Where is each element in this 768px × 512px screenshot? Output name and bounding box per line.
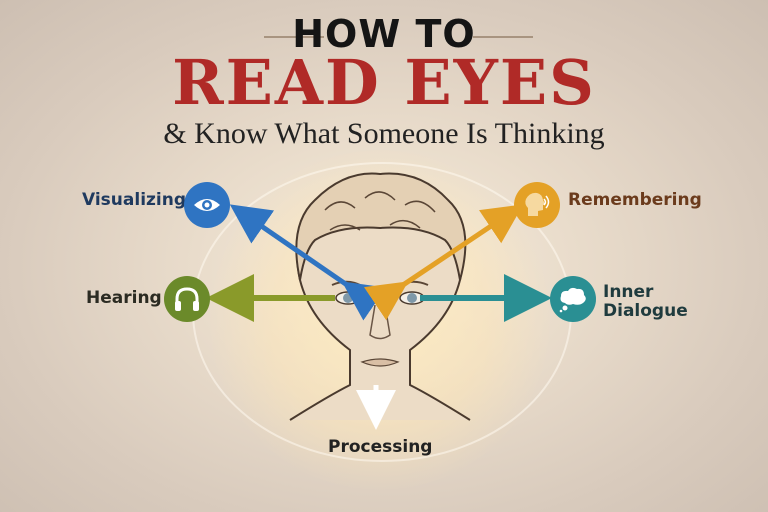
page-title: READ EYES [172, 46, 596, 119]
hearing-badge [164, 276, 210, 322]
label-inner-dialogue-line1: Inner [603, 282, 654, 302]
title-top: HOW TO [292, 12, 476, 56]
visualizing-arrow [229, 204, 387, 321]
head-sound-icon [525, 192, 550, 216]
label-remembering: Remembering [568, 190, 702, 210]
thought-cloud-icon [559, 287, 586, 313]
label-hearing: Hearing [86, 288, 162, 308]
visualizing-badge [184, 182, 230, 228]
headphones-icon [175, 287, 199, 311]
remembering-badge [514, 182, 560, 228]
remembering-arrow [363, 204, 524, 321]
label-visualizing: Visualizing [82, 190, 187, 210]
label-processing: Processing [328, 437, 433, 457]
inner-dialogue-badge [550, 276, 596, 322]
label-inner-dialogue-line2: Dialogue [603, 301, 688, 321]
eye-icon [194, 199, 220, 211]
title-rule-left [264, 36, 324, 38]
title-rule-right [473, 36, 533, 38]
subtitle: & Know What Someone Is Thinking [163, 117, 605, 150]
label-inner-dialogue: Inner Dialogue [603, 283, 688, 321]
